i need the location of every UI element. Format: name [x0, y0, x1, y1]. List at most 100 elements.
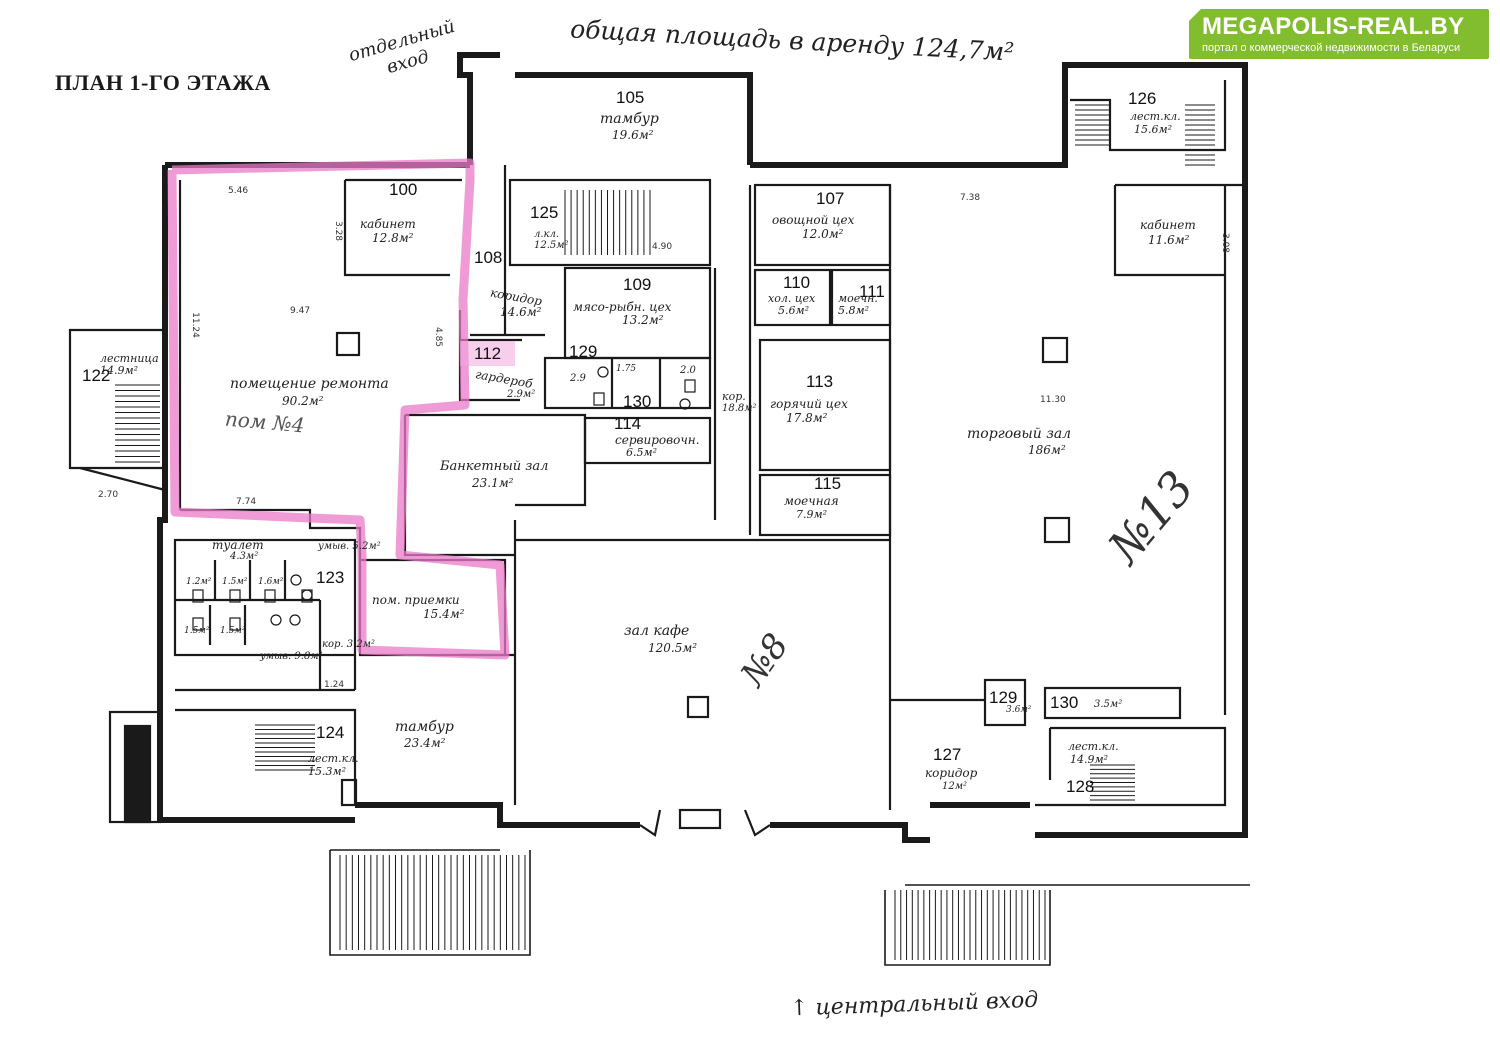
highlight-112: [460, 341, 515, 366]
room-100-name: кабинет: [360, 217, 416, 231]
room-126-name: коридор: [925, 766, 978, 780]
room-number-109: 109: [623, 275, 652, 294]
room-125-area: 15.6м²: [1134, 123, 1173, 136]
step-lines: [115, 104, 1215, 960]
room-113-area: 17.8м²: [786, 411, 828, 425]
room-number-114: 114: [614, 414, 642, 433]
room-111-area: 5.8м²: [838, 304, 870, 317]
wc-2-label: 1.5м²: [222, 577, 248, 587]
room-127-name: лест.кл.: [1068, 740, 1119, 753]
megapolis-logo[interactable]: MEGAPOLIS-REAL.BY портал о коммерческой …: [1188, 8, 1489, 59]
dimension-label: 2.70: [98, 490, 119, 500]
room-number-128-west: 129: [569, 342, 598, 361]
dimension-label: 11.24: [189, 312, 200, 338]
room-121-name: лестница: [100, 352, 159, 365]
logo-tagline: портал о коммерческой недвижимости в Бел…: [1202, 42, 1461, 54]
dimension-label: 7.38: [960, 193, 981, 203]
entrance-steps: [329, 849, 1250, 966]
room-103-area: 15.4м²: [423, 607, 465, 621]
logo-corner: [1188, 8, 1202, 22]
wc-4-label: 1.5м²: [184, 626, 210, 636]
room-number-110: 110: [783, 273, 811, 292]
room-number-111: 111: [859, 282, 885, 301]
room-102-area: 90.2м²: [282, 394, 324, 408]
wc-3-label: 1.6м²: [258, 577, 284, 587]
washroom-1-label: умыв. 5.2м²: [318, 541, 381, 552]
room-125-name: лест.кл.: [1130, 110, 1181, 123]
room-124-area: 12.5м²: [534, 240, 569, 251]
room-123-name: лест.кл.: [308, 752, 359, 765]
room-number-126: 127: [933, 745, 962, 764]
room-number-113: 113: [806, 372, 834, 391]
room-104-area: 23.4м²: [404, 736, 446, 750]
room-123-area: 15.3м²: [308, 765, 347, 778]
room-110-name: хол. цех: [768, 292, 816, 305]
dimension-label: 3.08: [1220, 232, 1231, 254]
room-113-name: горячий цех: [770, 397, 848, 411]
room-number-108: 108: [474, 248, 503, 267]
small-corridor-label: кор. 3.2м²: [322, 639, 375, 650]
dimension-label: 4.90: [652, 242, 673, 252]
room-105-area: 19.6м²: [612, 128, 654, 142]
room-130-name: кор.: [722, 390, 746, 403]
room-115-area: 7.9м²: [796, 508, 828, 521]
room-number-121: 122: [82, 366, 111, 385]
room-124-name: л.кл.: [534, 229, 560, 240]
wc-5-label: 1.5м²: [220, 626, 246, 636]
room-number-112: 112: [474, 344, 502, 363]
room-130-area: 18.8м²: [722, 403, 757, 414]
room-118-area: 120.5м²: [648, 641, 698, 655]
room-107-area: 12.0м²: [802, 227, 844, 241]
room-number-125: 126: [1128, 89, 1157, 108]
room-103-name: пом. приемки: [372, 593, 460, 607]
room-106-area: 23.1м²: [472, 476, 514, 490]
dimension-label: 9.47: [290, 306, 311, 316]
room-number-115: 115: [814, 474, 842, 493]
room-number-100: 100: [389, 180, 418, 199]
room-111-name: моечн.: [838, 292, 878, 305]
room-104-name: тамбур: [395, 719, 454, 735]
dimension-label: 11.30: [1040, 395, 1066, 405]
room-109-name: мясо-рыбн. цех: [573, 300, 672, 314]
room-number-129-west: 130: [623, 392, 652, 411]
dimension-label: 4.85: [433, 326, 444, 348]
room-number-123: 124: [316, 723, 345, 742]
room-127-area: 14.9м²: [1070, 753, 1109, 766]
room-101-name: кабинет: [1140, 218, 1196, 232]
room-number-124: 125: [530, 203, 559, 222]
room-118-name: зал кафе: [624, 623, 690, 639]
room-107-name: овощной цех: [772, 213, 855, 227]
dimension-label: 7.74: [236, 497, 257, 507]
leased-area-highlight: [167, 158, 510, 660]
dimension-label: 5.46: [228, 186, 249, 196]
room-number-107: 107: [816, 189, 845, 208]
room-126-area: 12м²: [942, 781, 968, 792]
room-number-122: 123: [316, 568, 345, 587]
wc-1-label: 1.2м²: [186, 577, 212, 587]
room-112-area: 2.9м²: [507, 389, 536, 400]
room-109-area: 13.2м²: [622, 313, 664, 327]
room-110-area: 5.6м²: [778, 304, 810, 317]
room-106-name: Банкетный зал: [440, 459, 549, 474]
sanitary-fixtures: [192, 366, 696, 631]
room-102-name: помещение ремонта: [230, 376, 389, 392]
room-number-105: 105: [616, 88, 645, 107]
room-121-area: 14.9м²: [100, 364, 139, 377]
wc-area-29-label: 2.9: [570, 373, 586, 384]
wc-area-175-label: 1.75: [616, 364, 637, 374]
room-120-area: 186м²: [1028, 443, 1066, 457]
room-129-area: 3.5м²: [1094, 699, 1123, 710]
room-122-area: 4.3м²: [230, 551, 259, 562]
room-101-area: 11.6м²: [1148, 233, 1190, 247]
washroom-2-label: умыв. 9.8м²: [260, 651, 323, 662]
room-128-area: 3.6м²: [1006, 705, 1032, 715]
room-122-name: туалет: [212, 538, 264, 552]
room-115-name: моечная: [784, 494, 839, 508]
room-number-129-east: 130: [1050, 693, 1079, 712]
room-100-area: 12.8м²: [372, 231, 414, 245]
room-number-127: 128: [1066, 777, 1095, 796]
room-114-name: сервировочн.: [615, 433, 700, 447]
dimension-label: 1.24: [324, 680, 345, 690]
room-114-area: 6.5м²: [626, 446, 658, 459]
